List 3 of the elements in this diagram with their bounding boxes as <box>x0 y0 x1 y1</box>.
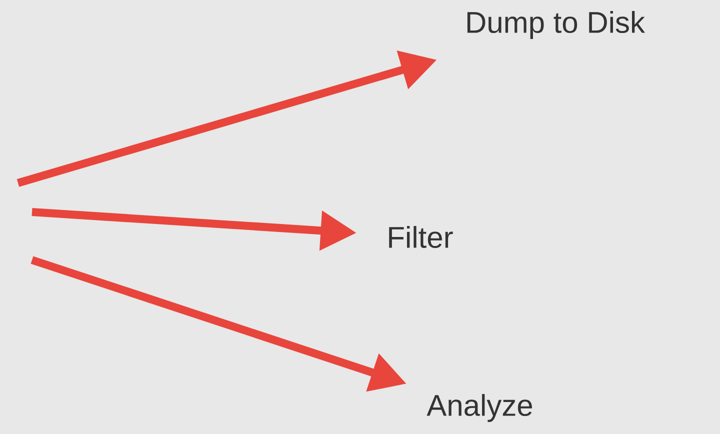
node-label: Analyze <box>426 394 532 422</box>
node-label: Dump to Disk <box>467 11 646 39</box>
node-label: Filter <box>389 226 453 248</box>
